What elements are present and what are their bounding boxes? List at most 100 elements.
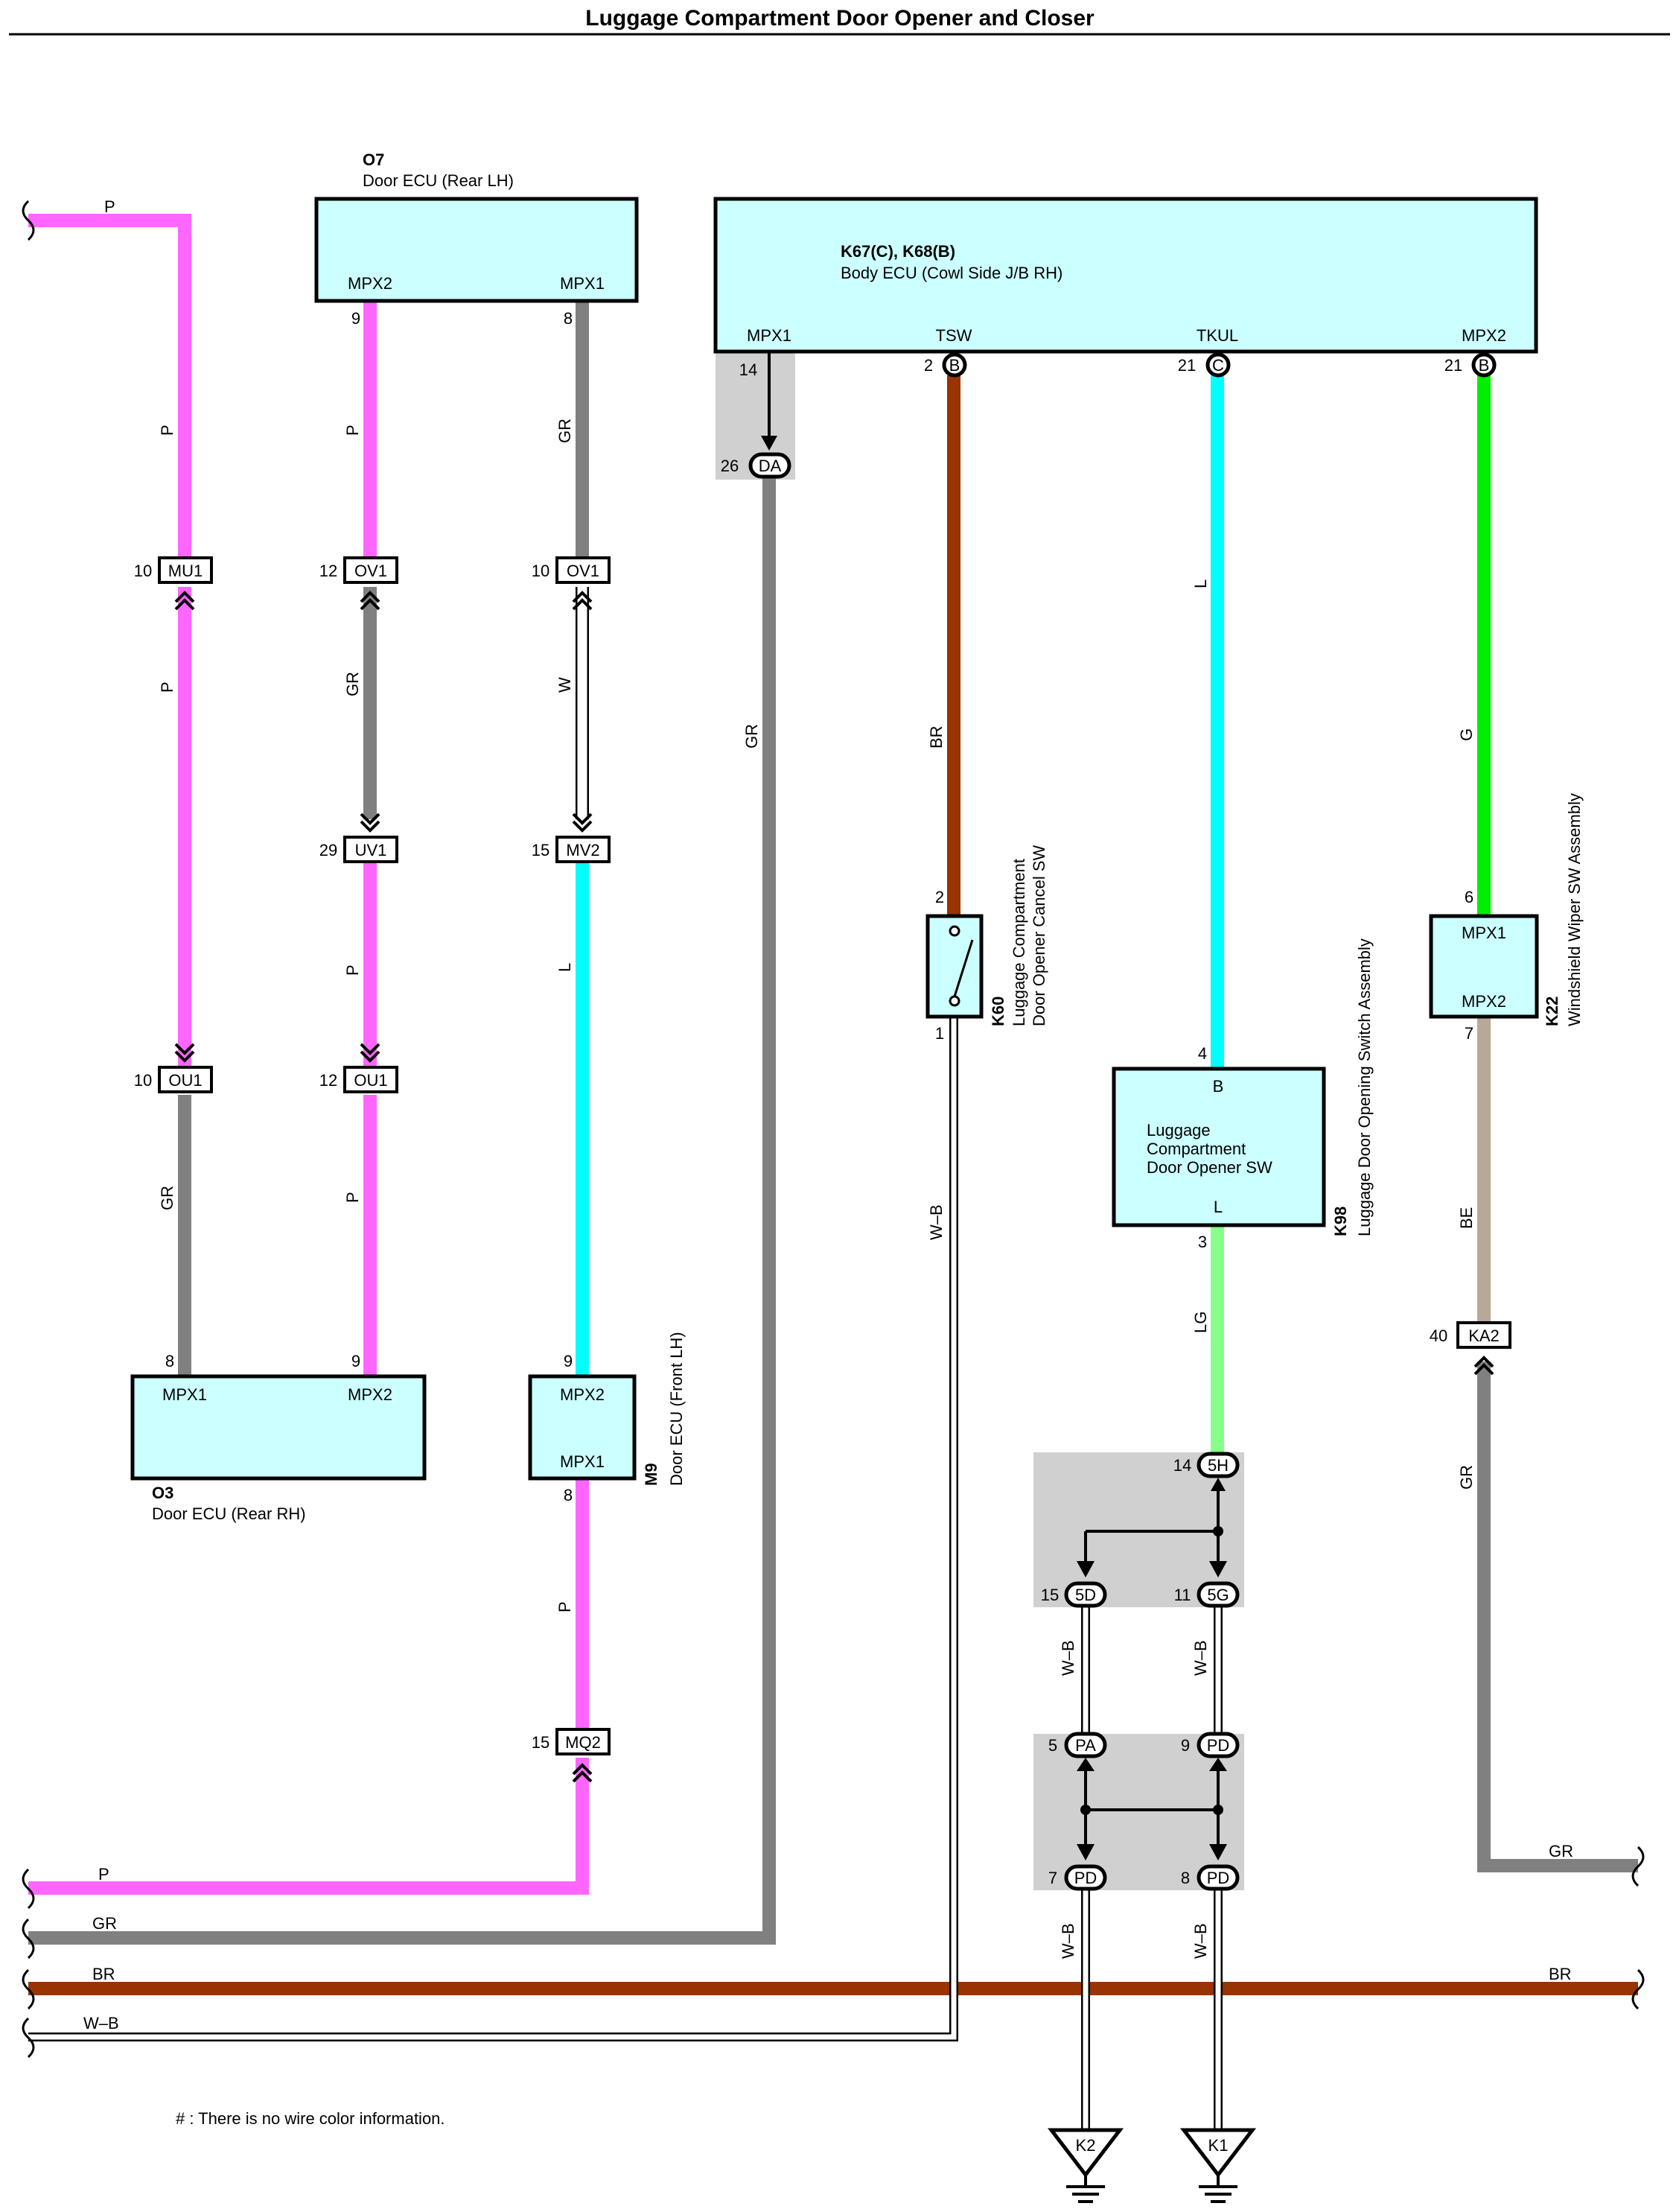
svg-text:UV1: UV1 [355,841,387,859]
o7-pin-mpx1: 8 [564,309,573,328]
svg-text:15: 15 [1041,1586,1059,1604]
connector-ou1-a: OU1 10 [134,1043,213,1093]
wire-color-labels: P P P GR P GR P P GR W L P GR BR W–B L L… [83,197,1573,2033]
connector-ka2: KA2 40 [1430,1321,1511,1376]
m9-pin-mpx2: 9 [564,1352,573,1370]
shade-pa-block [1033,1734,1244,1890]
svg-text:12: 12 [319,562,337,580]
svg-text:BR: BR [927,725,946,749]
wire-break-marks [22,200,1645,2059]
junction-block-p: PA 5 PD 9 PD 7 PD 8 [1048,1732,1240,1891]
k22-terminal-mpx1: MPX1 [1462,924,1506,942]
svg-text:KA2: KA2 [1468,1326,1500,1345]
o7-name: Door ECU (Rear LH) [363,171,514,190]
connector-da: DA 26 [721,452,791,479]
svg-text:BR: BR [1549,1965,1572,1983]
svg-text:5: 5 [1048,1736,1057,1755]
svg-text:MQ2: MQ2 [565,1733,601,1752]
connector-c-tkul: C 21 [1178,352,1231,378]
svg-text:26: 26 [721,457,739,475]
svg-text:P: P [98,1865,109,1884]
wire-p-top-left [28,214,191,562]
svg-text:10: 10 [532,562,549,580]
k98-name: Luggage Door Opening Switch Assembly [1355,938,1374,1236]
svg-text:GR: GR [742,724,761,749]
svg-text:L: L [1191,579,1210,588]
svg-text:GR: GR [1457,1465,1476,1490]
o3-terminal-mpx1: MPX1 [162,1385,207,1404]
wire-p-bottom [28,1758,589,1895]
svg-text:K1: K1 [1208,2136,1229,2155]
svg-text:DA: DA [759,457,782,475]
svg-text:OV1: OV1 [567,562,599,580]
k98-terminal-l: L [1214,1198,1223,1216]
k98-box [1112,1067,1326,1227]
svg-text:15: 15 [532,1733,549,1752]
svg-text:GR: GR [555,419,574,443]
body-ecu-terminal-mpx2: MPX2 [1462,326,1506,345]
o7-terminal-mpx2: MPX2 [348,274,392,293]
svg-text:K2: K2 [1076,2136,1096,2155]
k60-code: K60 [989,997,1007,1026]
k22-box [1429,914,1539,1019]
k98-box-line3: Door Opener SW [1147,1158,1272,1177]
o3-terminal-mpx2: MPX2 [348,1385,392,1404]
svg-text:5H: 5H [1208,1456,1229,1475]
o3-name: Door ECU (Rear RH) [152,1504,306,1523]
footnote: # : There is no wire color information. [176,2109,445,2128]
svg-text:5G: 5G [1207,1586,1229,1604]
k60-pin-bottom: 1 [935,1024,944,1043]
o7-box [314,197,639,303]
k98-terminal-b: B [1213,1077,1224,1096]
svg-text:P: P [555,1601,574,1612]
svg-text:7: 7 [1048,1869,1057,1887]
svg-text:LG: LG [1191,1312,1210,1333]
k60-pin-top: 2 [935,888,944,906]
svg-text:2: 2 [924,356,933,375]
svg-text:GR: GR [343,672,362,696]
o3-pin-mpx1: 8 [165,1352,174,1370]
svg-text:14: 14 [739,360,757,379]
k98-pin-b: 4 [1198,1044,1207,1063]
ground-k2: K2 [1047,2128,1124,2203]
svg-text:P: P [343,964,362,976]
svg-text:PD: PD [1074,1869,1097,1887]
k60-switch-icon [949,925,974,1007]
svg-text:G: G [1457,728,1476,741]
k22-name: Windshield Wiper SW Assembly [1565,793,1584,1026]
o7-pin-mpx2: 9 [351,309,360,328]
svg-text:9: 9 [1181,1736,1190,1755]
svg-text:29: 29 [319,841,337,859]
svg-text:11: 11 [1174,1586,1191,1604]
svg-text:W–B: W–B [1059,1923,1077,1959]
k98-code: K98 [1331,1207,1350,1236]
svg-text:W–B: W–B [1059,1640,1077,1676]
k22-pin-mpx2: 7 [1465,1024,1473,1043]
ecu-pin-mpx1: 14 [739,352,777,451]
connector-ou1-b: OU1 12 [319,1043,398,1093]
k98-box-line1: Luggage [1147,1121,1211,1140]
connector-ov1-a: OV1 12 [319,556,398,611]
svg-text:P: P [158,681,176,693]
connector-mq2: MQ2 15 [532,1728,611,1783]
svg-text:W: W [555,677,574,693]
body-ecu-code: K67(C), K68(B) [841,242,955,261]
o7-code: O7 [363,150,384,169]
body-ecu-terminal-mpx1: MPX1 [747,326,791,345]
svg-text:W–B: W–B [83,2014,119,2033]
svg-text:P: P [343,425,362,436]
svg-text:W–B: W–B [927,1204,946,1240]
m9-terminal-mpx2: MPX2 [560,1385,605,1404]
wire-gr-da-bottom [28,477,776,1945]
svg-text:W–B: W–B [1191,1923,1210,1959]
svg-text:C: C [1212,356,1224,375]
m9-name: Door ECU (Front LH) [667,1332,686,1486]
body-ecu-terminal-tkul: TKUL [1197,326,1238,345]
svg-text:OV1: OV1 [354,562,387,580]
connector-b-tsw: B 2 [924,352,967,378]
ground-k1: K1 [1179,2128,1257,2203]
connector-ov1-b: OV1 10 [532,556,611,611]
svg-text:OU1: OU1 [168,1071,202,1090]
k22-code: K22 [1543,997,1561,1026]
